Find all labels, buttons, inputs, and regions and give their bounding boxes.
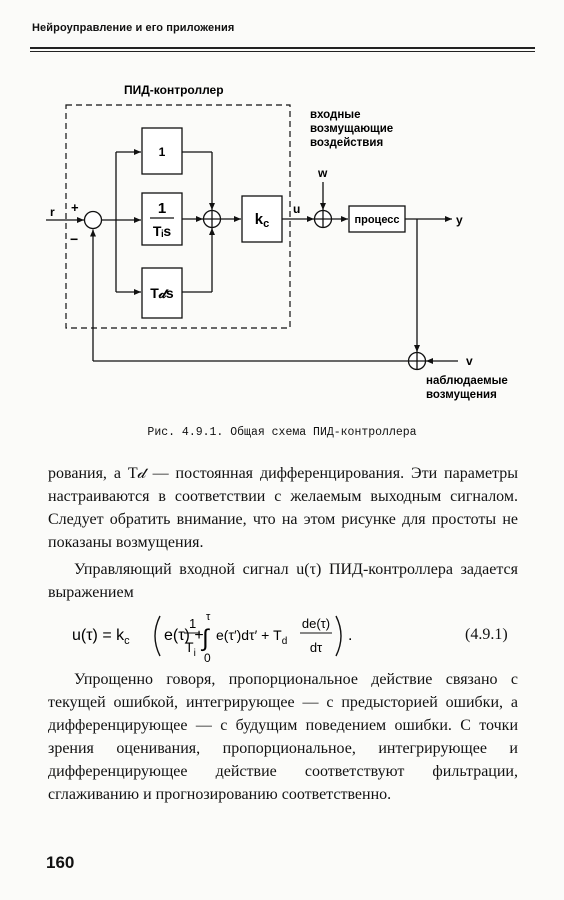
formula-number: (4.9.1) bbox=[465, 626, 508, 643]
observed-disturbance-label-2: возмущения bbox=[426, 389, 497, 401]
error-summing-junction bbox=[83, 210, 103, 230]
proportional-label: 1 bbox=[159, 145, 166, 159]
formula-int-upper: τ bbox=[206, 611, 211, 623]
input-disturbance-label-1: входные bbox=[310, 109, 361, 121]
formula-td-sub: d bbox=[282, 636, 288, 647]
output-disturbance-plus-icon bbox=[409, 353, 425, 369]
signal-w: w bbox=[317, 166, 328, 180]
running-header: Нейроуправление и его приложения bbox=[32, 22, 235, 34]
integral-denominator: Tᵢs bbox=[153, 223, 172, 239]
pid-formula: u(τ) = kc e(τ) + 1 Ti τ ∫ 0 e(τ′)dτ′ + T… bbox=[72, 611, 352, 665]
controller-dashed-box bbox=[65, 104, 291, 329]
formula-kc-sub: c bbox=[124, 635, 130, 647]
formula-frac2-num: de(τ) bbox=[302, 616, 330, 631]
formula-e-tau: e(τ) + bbox=[164, 627, 204, 644]
formula-frac1-num: 1 bbox=[189, 616, 196, 631]
controller-label: ПИД-контроллер bbox=[124, 83, 224, 97]
signal-r: r bbox=[50, 205, 55, 219]
gain-label: kc bbox=[255, 211, 269, 230]
input-disturbance-label-3: воздействия bbox=[310, 137, 383, 149]
header-rule-thin bbox=[30, 51, 535, 52]
pid-controller-diagram: ПИД-контроллер входные возмущающие возде… bbox=[46, 83, 508, 401]
svg-text:u(τ) = kc: u(τ) = kc bbox=[72, 627, 130, 647]
plus-sign: + bbox=[71, 200, 79, 215]
input-disturbance-plus-icon bbox=[315, 211, 331, 227]
signal-y: y bbox=[456, 213, 463, 227]
gain-block bbox=[241, 195, 283, 243]
proportional-block bbox=[141, 127, 183, 175]
figure-caption: Рис. 4.9.1. Общая схема ПИД-контроллера bbox=[147, 426, 417, 439]
paragraph-1: рования, а T𝒹 — постоянная дифференциров… bbox=[48, 465, 518, 551]
derivative-block bbox=[141, 267, 183, 319]
signal-v: v bbox=[466, 354, 473, 368]
process-label: процесс bbox=[354, 214, 399, 226]
integral-numerator: 1 bbox=[158, 200, 166, 217]
page-number: 160 bbox=[46, 853, 75, 872]
formula-lhs: u(τ) = k bbox=[72, 627, 125, 644]
signal-u: u bbox=[293, 202, 300, 216]
formula-frac2-den: dτ bbox=[310, 640, 323, 655]
header-rule bbox=[30, 47, 535, 49]
right-paren-icon bbox=[335, 615, 342, 657]
formula-frac1-den: T bbox=[185, 639, 194, 655]
paragraph-2: Управляющий входной сигнал u(τ) ПИД-конт… bbox=[48, 561, 518, 601]
input-disturbance-label-2: возмущающие bbox=[310, 123, 393, 135]
svg-text:Ti: Ti bbox=[185, 639, 196, 659]
pid-sum-plus-icon bbox=[204, 211, 220, 227]
integral-sign-icon: ∫ bbox=[200, 625, 210, 652]
observed-disturbance-label-1: наблюдаемые bbox=[426, 375, 508, 387]
svg-text:e(τ′)dτ′ + Td: e(τ′)dτ′ + Td bbox=[216, 627, 287, 647]
paragraph-3: Упрощенно говоря, пропорциональное дейст… bbox=[48, 671, 518, 803]
minus-sign: − bbox=[70, 231, 78, 247]
formula-int-lower: 0 bbox=[204, 651, 211, 665]
derivative-label: T𝒹s bbox=[150, 285, 174, 301]
left-paren-icon bbox=[154, 615, 161, 657]
formula-frac1-den-sub: i bbox=[194, 648, 196, 659]
formula-period: . bbox=[348, 627, 352, 644]
formula-integrand: e(τ′)dτ′ + T bbox=[216, 627, 282, 643]
